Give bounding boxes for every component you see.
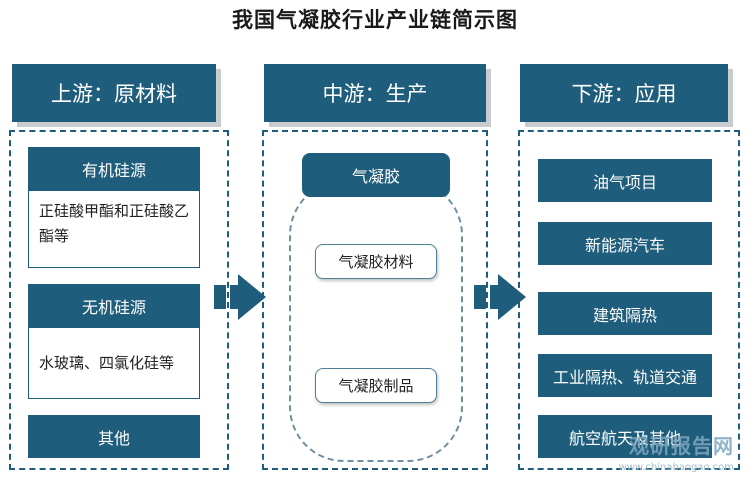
downstream-header: 下游：应用 xyxy=(520,64,728,122)
other-materials-label: 其他 xyxy=(28,415,200,458)
upstream-header: 上游：原材料 xyxy=(12,64,216,122)
aerogel-core-label: 气凝胶 xyxy=(302,153,450,197)
flow-arrow-icon xyxy=(468,272,528,322)
organic-silicon-label: 有机硅源 xyxy=(28,147,200,191)
aerogel-material-item: 气凝胶材料 xyxy=(315,244,437,279)
application-building-insulation: 建筑隔热 xyxy=(538,292,712,335)
midstream-container xyxy=(262,130,488,470)
application-industrial-rail: 工业隔热、轨道交通 xyxy=(538,354,712,397)
flow-arrow-icon xyxy=(208,272,268,322)
application-new-energy-vehicle: 新能源汽车 xyxy=(538,222,712,265)
diagram-title: 我国气凝胶行业产业链简示图 xyxy=(232,7,518,32)
application-oil-gas: 油气项目 xyxy=(538,159,712,202)
watermark-brand: 观研报告网 xyxy=(629,434,734,458)
aerogel-product-item: 气凝胶制品 xyxy=(315,368,437,403)
downstream-container xyxy=(518,130,740,470)
organic-silicon-detail: 正硅酸甲酯和正硅酸乙酯等 xyxy=(28,190,200,268)
production-oval xyxy=(289,180,463,462)
inorganic-silicon-detail: 水玻璃、四氯化硅等 xyxy=(28,327,200,399)
midstream-header: 中游：生产 xyxy=(264,64,486,122)
application-aerospace-other: 航空航天及其他 xyxy=(538,415,712,458)
watermark-url: www.chinabaogao.com xyxy=(618,462,734,473)
upstream-container xyxy=(9,130,229,470)
inorganic-silicon-label: 无机硅源 xyxy=(28,284,200,328)
